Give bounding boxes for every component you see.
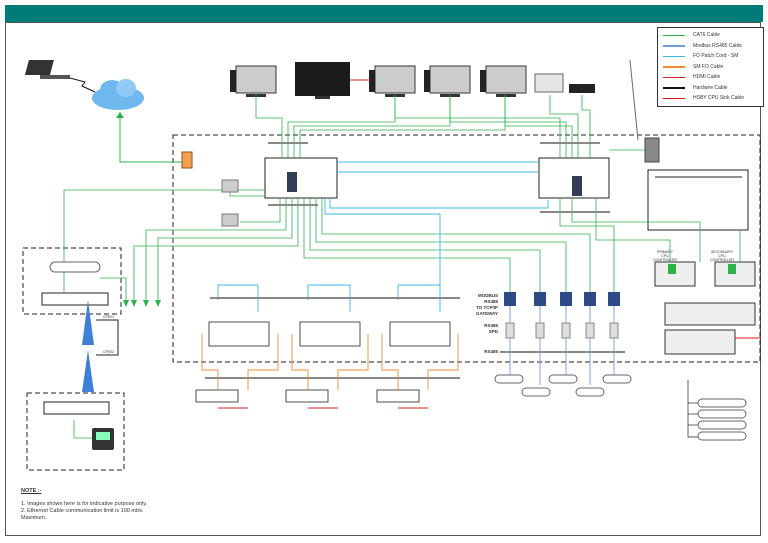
info-box [647, 169, 749, 231]
legend-label: Modbus RS485 Cable [693, 42, 742, 49]
legend-swatch [663, 97, 685, 99]
antenna-icon [629, 59, 639, 141]
note-line: 1. Images shown here is for indicative p… [21, 501, 148, 507]
legend-swatch [663, 87, 685, 89]
legend-swatch [663, 45, 685, 47]
wireless-link-icon [69, 77, 96, 93]
legend-label: HSBY CPU Sink Cable [693, 95, 745, 102]
note-line: 2. Ethernet Cable communication limit is… [21, 508, 144, 514]
laptop-icon [24, 60, 70, 79]
control-room-zone [172, 134, 761, 363]
legend-label: Hardwire Cable [693, 84, 728, 91]
legend-swatch [663, 55, 685, 57]
legend-item: Hardwire Cable [658, 83, 763, 94]
legend-item: HSBY CPU Sink Cable [658, 93, 763, 104]
legend-item: SM FO Cable [658, 62, 763, 73]
legend-label: CAT6 Cable [693, 32, 720, 39]
legend-swatch [663, 76, 685, 78]
note-line: Maximum. [21, 515, 47, 521]
legend-swatch [663, 66, 685, 68]
title-bar [5, 5, 763, 22]
notes: NOTE :- 1. Images shown here is for indi… [21, 488, 147, 522]
radio-tower-icon [82, 300, 94, 392]
notes-title: NOTE :- [21, 488, 42, 494]
network-switch-1 [264, 157, 338, 199]
legend-item: FO Patch Cord - SM [658, 51, 763, 62]
cloud-icon [92, 79, 144, 110]
legend-item: HDMI Cable [658, 72, 763, 83]
legend-item: Modbus RS485 Cable [658, 41, 763, 52]
legend-item: CAT6 Cable [658, 30, 763, 41]
workstations [230, 62, 595, 99]
remote-zone-2 [26, 392, 125, 471]
gateways [504, 292, 620, 339]
cpe1-label: CPE01 [103, 315, 114, 319]
legend-label: FO Patch Cord - SM [693, 53, 739, 60]
firewall-icon [181, 151, 193, 169]
remote-zone-1 [22, 247, 122, 315]
legend-label: HDMI Cable [693, 74, 721, 81]
media-converter-icon [644, 137, 660, 163]
rs485-label: RS485 [484, 349, 498, 354]
legend-swatch [663, 34, 685, 36]
legend-label: SM FO Cable [693, 63, 724, 70]
cpe2-label: CPE02 [103, 350, 114, 354]
